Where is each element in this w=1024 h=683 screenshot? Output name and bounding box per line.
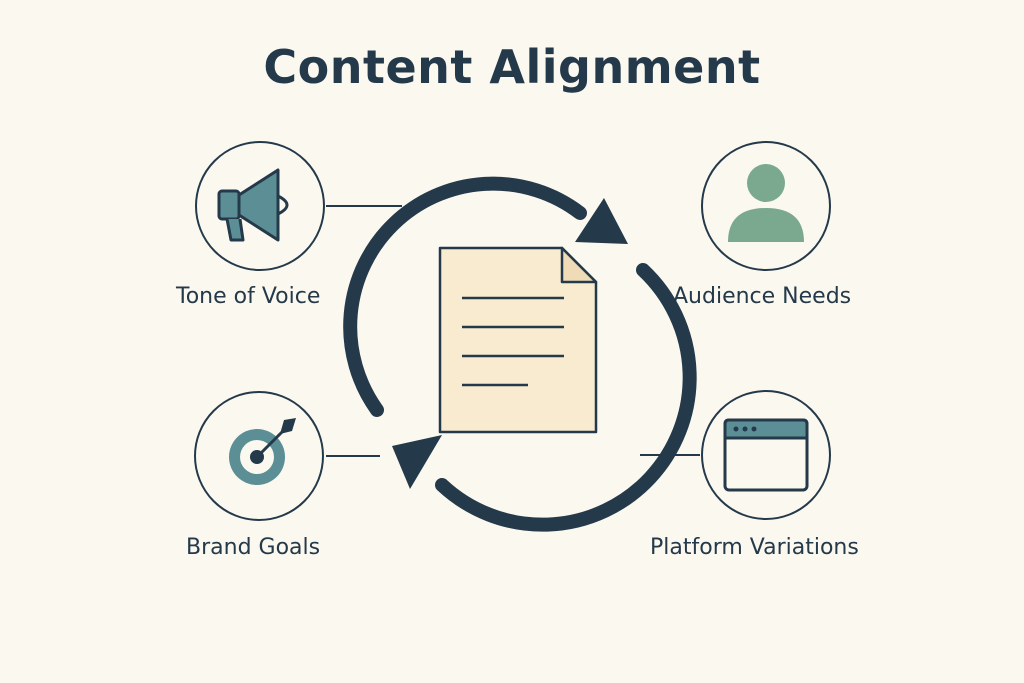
cycle-arrow-top bbox=[343, 176, 587, 417]
audience-icon-circle bbox=[701, 141, 831, 271]
platform-variations-label: Platform Variations bbox=[650, 535, 859, 560]
audience-needs-node bbox=[701, 141, 831, 271]
document-icon bbox=[438, 246, 598, 434]
cycle-arrows bbox=[343, 176, 697, 532]
tone-of-voice-node bbox=[195, 141, 325, 271]
diagram-title: Content Alignment bbox=[263, 40, 761, 94]
target-icon bbox=[229, 418, 296, 485]
user-icon bbox=[728, 164, 804, 242]
brand-goals-node bbox=[194, 391, 324, 521]
platform-variations-node bbox=[701, 390, 831, 520]
tone-of-voice-label: Tone of Voice bbox=[176, 284, 321, 309]
cycle-arrow-bottom bbox=[435, 263, 697, 532]
brand-goals-label: Brand Goals bbox=[186, 535, 321, 560]
cycle-arrowhead-top bbox=[575, 198, 628, 244]
audience-needs-label: Audience Needs bbox=[673, 284, 852, 309]
browser-window-icon bbox=[723, 418, 809, 492]
cycle-arrowhead-bottom bbox=[392, 435, 442, 489]
megaphone-icon bbox=[217, 168, 289, 242]
